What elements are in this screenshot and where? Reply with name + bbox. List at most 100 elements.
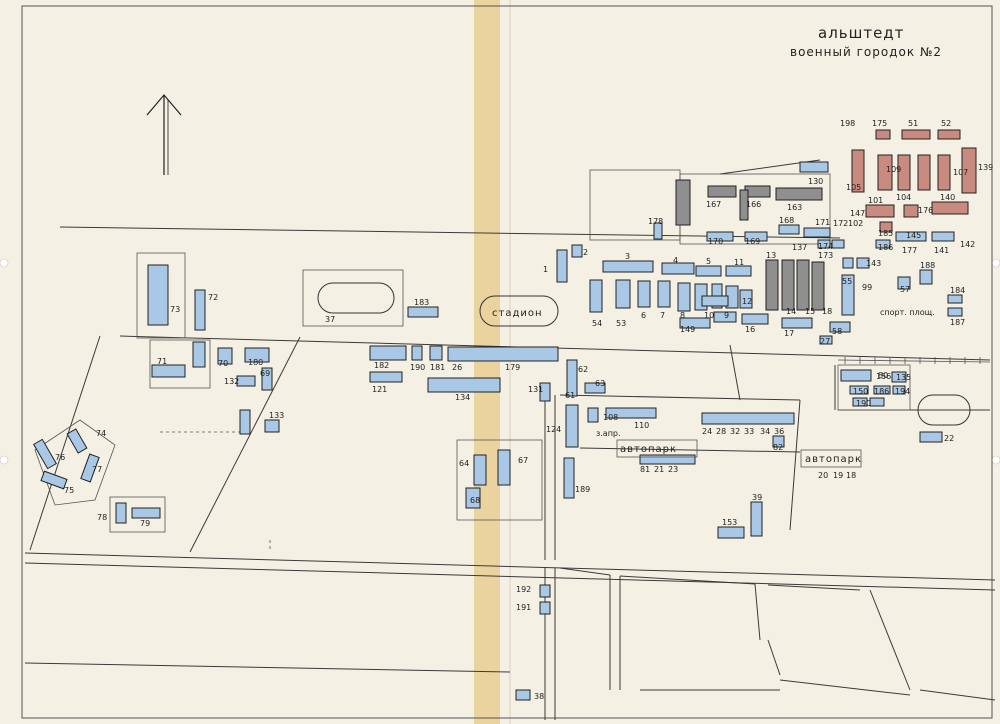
- building-number: 179: [505, 363, 520, 372]
- stadium-track: [317, 282, 395, 314]
- building-number: 99: [862, 283, 872, 292]
- building-number: 33: [744, 427, 754, 436]
- map-title: альштедт: [818, 24, 904, 42]
- building-number: 23: [668, 465, 678, 474]
- building-number: 69: [260, 369, 270, 378]
- buildings-grey: [675, 179, 825, 311]
- building-number: 186: [878, 243, 893, 252]
- stadium-label: стадион: [492, 308, 543, 319]
- building-number: 177: [902, 246, 917, 255]
- building-number: 55: [842, 277, 852, 286]
- building-number: 184: [950, 286, 965, 295]
- building-number: 17: [784, 329, 794, 338]
- building-number: 18: [846, 471, 856, 480]
- building-number: 4: [673, 256, 678, 265]
- building-number: 58: [832, 327, 842, 336]
- building-number: 32: [730, 427, 740, 436]
- building-number: 131: [528, 385, 543, 394]
- building-number: 124: [546, 425, 561, 434]
- building-number: 182: [374, 361, 389, 370]
- building-number: 173: [818, 251, 833, 260]
- building-number: 174: [818, 242, 833, 251]
- building-number: 181: [430, 363, 445, 372]
- building-number: 68: [470, 496, 480, 505]
- building-number: 189: [575, 485, 590, 494]
- building-number: 175: [872, 119, 887, 128]
- building-number: 168: [779, 216, 794, 225]
- building-number: 3: [625, 252, 630, 261]
- buildings-blue: [115, 161, 963, 701]
- building-number: 137: [792, 243, 807, 252]
- zapr-label: з.апр.: [596, 429, 621, 438]
- building-number: 166: [746, 200, 761, 209]
- stadium-track: [917, 394, 971, 426]
- building-number: 28: [716, 427, 726, 436]
- building-number: 22: [944, 434, 954, 443]
- building-number: 6: [641, 311, 646, 320]
- fence-line: [837, 357, 991, 364]
- building-number: 135: [896, 373, 911, 382]
- building-number: 178: [648, 217, 663, 226]
- binder-hole: [991, 455, 1000, 465]
- building-number: 27: [820, 337, 830, 346]
- building-number: 38: [534, 692, 544, 701]
- building-number: 191: [516, 603, 531, 612]
- building-number: 167: [706, 200, 721, 209]
- building-number: 156: [876, 372, 891, 381]
- building-number: 180: [248, 358, 263, 367]
- building-number: 71: [157, 357, 167, 366]
- building-number: 16: [745, 325, 755, 334]
- building-number: 109: [886, 165, 901, 174]
- building-labels: 198 175 51 52 139 130 105 107 109 147 10…: [55, 119, 993, 701]
- building-number: 9: [724, 311, 729, 320]
- building-number: 79: [140, 519, 150, 528]
- building-number: 185: [878, 229, 893, 238]
- building-number: 194: [895, 387, 910, 396]
- building-number: 163: [787, 203, 802, 212]
- building-number: 101: [868, 196, 883, 205]
- building-number: 133: [269, 411, 284, 420]
- building-number: 142: [960, 240, 975, 249]
- binder-hole: [0, 258, 9, 268]
- building-number: 78: [97, 513, 107, 522]
- building-number: 70: [218, 359, 228, 368]
- stadium-track: [479, 295, 559, 327]
- building-number: 24: [702, 427, 712, 436]
- building-number: 145: [906, 231, 921, 240]
- building-number: 8: [680, 311, 685, 320]
- building-number: 10: [704, 311, 714, 320]
- building-number: 14: [786, 307, 796, 316]
- building-number: 34: [760, 427, 770, 436]
- building-number: 190: [410, 363, 425, 372]
- building-number: 104: [896, 193, 911, 202]
- building-number: 36: [774, 427, 784, 436]
- building-number: 11: [734, 258, 744, 267]
- tape-strip: [474, 0, 500, 724]
- building-number: 77: [92, 465, 102, 474]
- building-number: 26: [452, 363, 462, 372]
- building-number: 80: [878, 371, 888, 380]
- building-number: 81: [640, 465, 650, 474]
- building-number: 20: [818, 471, 828, 480]
- building-number: 150: [853, 387, 868, 396]
- building-number: 21: [654, 465, 664, 474]
- map-frame: [21, 5, 993, 719]
- building-number: 67: [518, 456, 528, 465]
- building-number: 18: [822, 307, 832, 316]
- building-number: 170: [708, 237, 723, 246]
- building-number: 12: [742, 297, 752, 306]
- building-number: 187: [950, 318, 965, 327]
- building-number: 172: [833, 219, 848, 228]
- building-number: 107: [953, 168, 968, 177]
- building-number: 132: [224, 377, 239, 386]
- building-number: 52: [941, 119, 951, 128]
- building-number: 13: [766, 251, 776, 260]
- buildings-red: [851, 129, 977, 233]
- building-number: 176: [918, 206, 933, 215]
- building-number: 1: [543, 265, 548, 274]
- binder-hole: [991, 258, 1000, 268]
- building-number: 190: [856, 399, 871, 408]
- building-number: 110: [634, 421, 649, 430]
- building-number: 37: [325, 315, 335, 324]
